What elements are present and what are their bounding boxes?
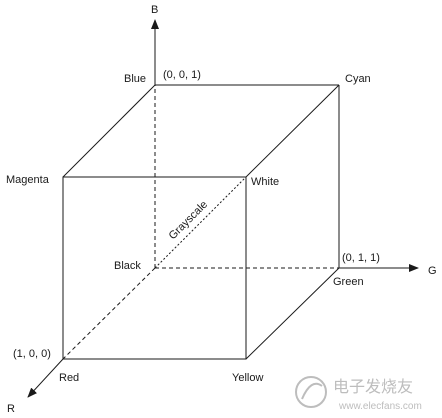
watermark-url-text: www.elecfans.com	[338, 401, 422, 412]
cube-edge-green-yellow	[245, 267, 340, 360]
r-axis-arrow	[27, 358, 64, 398]
axis-label-r: R	[7, 403, 15, 415]
axis-label-b: B	[151, 4, 158, 16]
vertex-label-white: White	[251, 176, 279, 188]
coord-label-blue: (0, 0, 1)	[163, 69, 201, 81]
vertex-label-black: Black	[114, 260, 141, 272]
watermark-main-text: 电子发烧友	[333, 378, 413, 396]
vertex-label-blue: Blue	[124, 73, 146, 85]
coord-label-red: (1, 0, 0)	[13, 348, 51, 360]
vertex-label-green: Green	[333, 276, 364, 288]
axis-label-g: G	[428, 265, 437, 277]
cube-edge-magenta-blue	[62, 84, 156, 178]
vertex-label-red: Red	[59, 372, 79, 384]
grayscale-diagonal	[154, 176, 247, 269]
watermark-logo-icon	[295, 376, 327, 408]
vertex-label-yellow: Yellow	[232, 372, 263, 384]
watermark: 电子发烧友 www.elecfans.com	[295, 376, 422, 412]
cube-edge-cyan-white	[245, 84, 340, 178]
vertex-label-cyan: Cyan	[345, 73, 371, 85]
hidden-edge-black-red	[62, 267, 156, 360]
coord-label-green: (0, 1, 1)	[342, 252, 380, 264]
vertex-label-magenta: Magenta	[6, 174, 50, 186]
grayscale-label: Grayscale	[167, 199, 211, 243]
